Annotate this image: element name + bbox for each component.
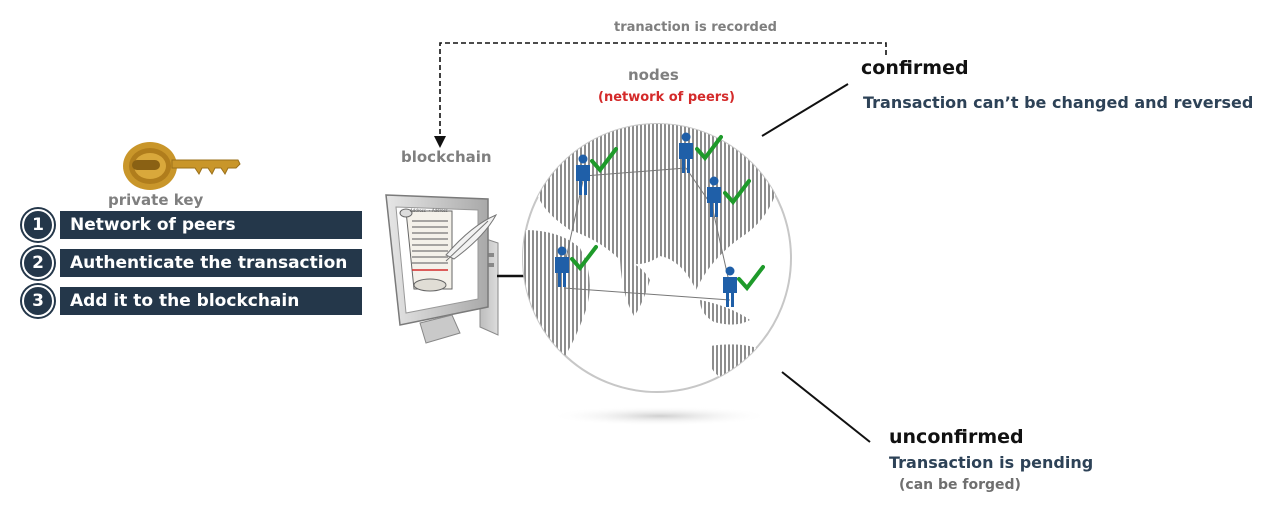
nodes-sublabel: (network of peers) [598,90,735,105]
node-person-icon [707,176,721,217]
step-number: 2 [22,247,54,279]
step-label: Add it to the blockchain [60,287,362,315]
key-icon [123,142,241,190]
checkmark-icon [570,245,598,272]
nodes-label: nodes [628,66,679,84]
confirmed-title: confirmed [861,57,969,79]
globe [522,123,792,426]
step-1: 1 Network of peers [22,207,362,243]
checkmark-icon [723,179,751,206]
checkmark-icon [590,147,618,174]
step-label: Authenticate the transaction [60,249,362,277]
checkmark-icon [737,265,765,292]
step-3: 3 Add it to the blockchain [22,283,362,319]
step-number: 1 [22,209,54,241]
step-2: 2 Authenticate the transaction [22,245,362,281]
recorded-arrow-label: tranaction is recorded [614,20,777,35]
node-person-icon [679,132,693,173]
node-person-icon [576,154,590,195]
step-number: 3 [22,285,54,317]
step-label: Network of peers [60,211,362,239]
computer-monitor-icon [385,194,499,344]
ledger-entry: Address → Address [410,208,448,213]
confirmed-description: Transaction can’t be changed and reverse… [863,93,1254,112]
node-person-icon [723,266,737,307]
blockchain-label: blockchain [401,148,492,166]
key-label: private key [108,191,204,209]
unconfirmed-note: (can be forged) [899,477,1021,493]
node-person-icon [555,246,569,287]
checkmark-icon [695,135,723,162]
unconfirmed-description: Transaction is pending [889,453,1094,472]
unconfirmed-title: unconfirmed [889,426,1024,448]
